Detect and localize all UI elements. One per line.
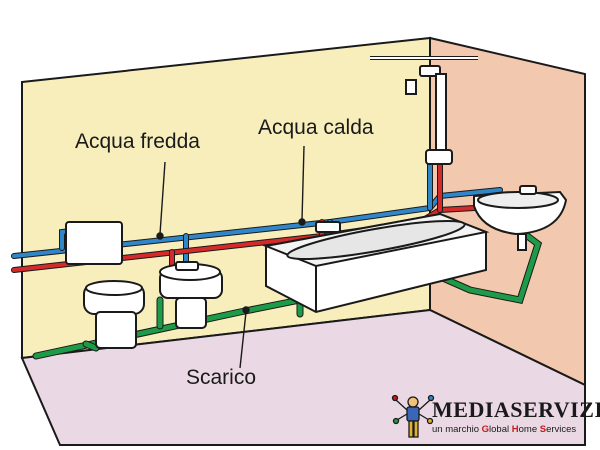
logo-mascot-icon <box>391 394 435 438</box>
cold-water-label: Acqua fredda <box>75 130 200 153</box>
toilet <box>65 221 145 349</box>
shower <box>370 56 478 165</box>
bidet <box>159 261 223 329</box>
back-wall <box>21 36 431 360</box>
tagline-ome: ome <box>518 424 540 435</box>
floor <box>20 308 586 446</box>
hot-water-label: Acqua calda <box>258 116 374 139</box>
tagline-g: G <box>481 424 490 435</box>
tagline-s: S <box>539 424 547 435</box>
tagline-h: H <box>511 424 519 435</box>
label-leaders <box>156 145 306 369</box>
logo-wordmark: MEDIASERVIZI <box>432 397 600 422</box>
tagline-prefix: un marchio <box>432 424 479 435</box>
tagline-lobal: lobal <box>489 424 512 435</box>
drain-label: Scarico <box>186 366 257 389</box>
bathtub <box>262 212 490 314</box>
sink <box>473 185 568 251</box>
mediaservizi-logo: MEDIASERVIZI un marchio Global Home Serv… <box>392 394 600 446</box>
logo-tagline: un marchio Global Home Services <box>432 424 576 435</box>
tagline-ervices: ervices <box>546 424 577 435</box>
